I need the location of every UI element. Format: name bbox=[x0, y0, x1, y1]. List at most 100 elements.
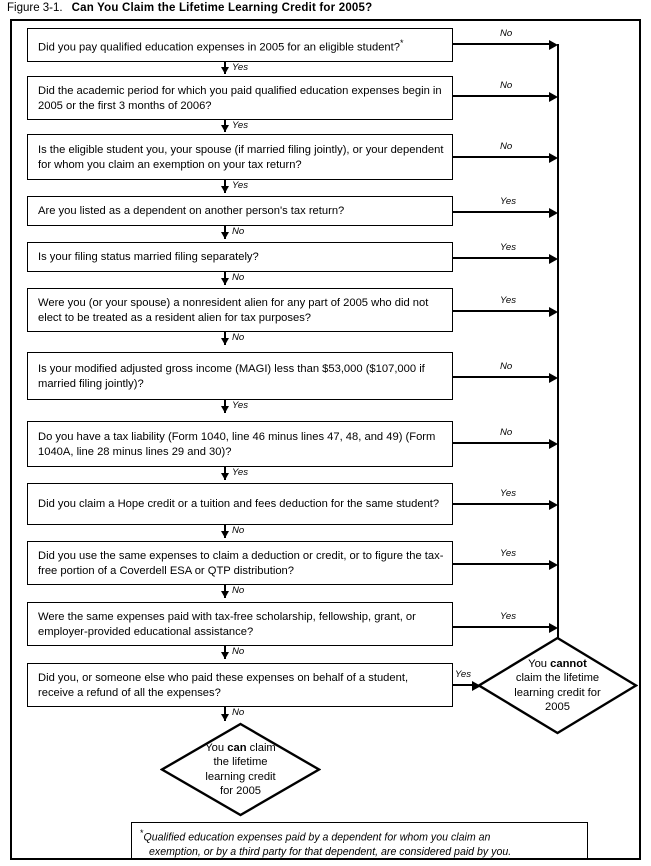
footnote-box: *Qualified education expenses paid by a … bbox=[131, 822, 588, 859]
branch-line-q3 bbox=[453, 156, 550, 159]
cannot-line4: 2005 bbox=[545, 700, 570, 713]
branch-label-q7: No bbox=[500, 361, 513, 372]
can-line1-prefix: You bbox=[205, 741, 228, 754]
question-text-q1: Did you pay qualified education expenses… bbox=[38, 37, 404, 54]
question-text-q4: Are you listed as a dependent on another… bbox=[38, 205, 345, 218]
outcome-diamond-can[interactable]: You can claim the lifetime learning cred… bbox=[160, 722, 321, 817]
branch-line-q8 bbox=[453, 442, 550, 445]
can-line3: learning credit bbox=[205, 770, 276, 783]
question-text-q7: Is your modified adjusted gross income (… bbox=[38, 362, 425, 390]
branch-arrowhead-q12 bbox=[472, 680, 481, 691]
figure-label: Figure 3-1. bbox=[7, 2, 63, 14]
cannot-line1-prefix: You bbox=[528, 657, 551, 670]
branch-arrowhead-q1 bbox=[549, 39, 558, 50]
flow-arrowhead-q9-q10 bbox=[220, 531, 229, 538]
question-box-q1[interactable]: Did you pay qualified education expenses… bbox=[27, 28, 453, 62]
question-box-q8[interactable]: Do you have a tax liability (Form 1040, … bbox=[27, 421, 453, 467]
branch-label-q11: Yes bbox=[500, 611, 517, 622]
flow-label-q9-q10: No bbox=[232, 525, 245, 536]
branch-arrowhead-q10 bbox=[549, 559, 558, 570]
question-box-q5[interactable]: Is your filing status married filing sep… bbox=[27, 242, 453, 272]
outcome-text-can: You can claim the lifetime learning cred… bbox=[160, 722, 321, 817]
branch-arrowhead-q8 bbox=[549, 438, 558, 449]
branch-label-q5: Yes bbox=[500, 242, 517, 253]
can-line1-suffix: claim bbox=[246, 741, 276, 754]
branch-line-q11 bbox=[453, 626, 550, 629]
branch-line-q6 bbox=[453, 310, 550, 313]
cannot-line3: learning credit for bbox=[514, 686, 601, 699]
branch-line-q4 bbox=[453, 211, 550, 214]
question-text-q2: Did the academic period for which you pa… bbox=[38, 84, 442, 112]
figure-caption: Figure 3-1. Can You Claim the Lifetime Le… bbox=[7, 2, 372, 14]
question-text-q12: Did you, or someone else who paid these … bbox=[38, 671, 409, 699]
question-text-q10: Did you use the same expenses to claim a… bbox=[38, 549, 444, 577]
branch-line-q9 bbox=[453, 503, 550, 506]
flow-arrowhead-q3-q4 bbox=[220, 186, 229, 193]
branch-label-q10: Yes bbox=[500, 548, 517, 559]
outcome-diamond-cannot[interactable]: You cannot claim the lifetime learning c… bbox=[477, 636, 638, 735]
flow-arrowhead-q8-q9 bbox=[220, 473, 229, 480]
footnote-marker: * bbox=[140, 828, 144, 838]
flow-arrowhead-q4-q5 bbox=[220, 232, 229, 239]
question-text-q3: Is the eligible student you, your spouse… bbox=[38, 143, 444, 171]
branch-arrowhead-q7 bbox=[549, 372, 558, 383]
question-box-q11[interactable]: Were the same expenses paid with tax-fre… bbox=[27, 602, 453, 646]
branch-line-q1 bbox=[453, 43, 550, 46]
page-title: Can You Claim the Lifetime Learning Cred… bbox=[71, 2, 373, 14]
question-box-q6[interactable]: Were you (or your spouse) a nonresident … bbox=[27, 288, 453, 332]
branch-label-q8: No bbox=[500, 427, 513, 438]
branch-label-q12: Yes bbox=[455, 669, 472, 680]
flow-arrowhead-q10-q11 bbox=[220, 591, 229, 598]
figure-border bbox=[10, 19, 641, 860]
branch-arrowhead-q6 bbox=[549, 306, 558, 317]
question-text-q11: Were the same expenses paid with tax-fre… bbox=[38, 610, 416, 638]
right-spine-line bbox=[557, 44, 559, 647]
cannot-line2: claim the lifetime bbox=[515, 672, 600, 685]
flow-label-q4-q5: No bbox=[232, 226, 245, 237]
branch-label-q4: Yes bbox=[500, 196, 517, 207]
branch-arrowhead-q3 bbox=[549, 152, 558, 163]
flow-label-q11-q12: No bbox=[232, 646, 245, 657]
question-text-q5: Is your filing status married filing sep… bbox=[38, 251, 259, 264]
branch-label-q1: No bbox=[500, 28, 513, 39]
question-text-q8: Do you have a tax liability (Form 1040, … bbox=[38, 430, 436, 458]
question-text-q6: Were you (or your spouse) a nonresident … bbox=[38, 296, 429, 324]
branch-line-q7 bbox=[453, 376, 550, 379]
flow-label-q2-q3: Yes bbox=[232, 120, 249, 131]
question-box-q3[interactable]: Is the eligible student you, your spouse… bbox=[27, 134, 453, 180]
flow-label-q12-outcome: No bbox=[232, 707, 245, 718]
question-box-q10[interactable]: Did you use the same expenses to claim a… bbox=[27, 541, 453, 585]
flow-label-q8-q9: Yes bbox=[232, 467, 249, 478]
branch-label-q3: No bbox=[500, 141, 513, 152]
branch-label-q9: Yes bbox=[500, 488, 517, 499]
footnote-marker-icon: * bbox=[399, 37, 404, 48]
question-box-q9[interactable]: Did you claim a Hope credit or a tuition… bbox=[27, 483, 453, 525]
flow-label-q3-q4: Yes bbox=[232, 180, 249, 191]
flow-arrowhead-q12-outcome bbox=[220, 714, 229, 721]
flow-label-q7-q8: Yes bbox=[232, 400, 249, 411]
flow-arrowhead-q1-q2 bbox=[220, 67, 229, 74]
question-box-q7[interactable]: Is your modified adjusted gross income (… bbox=[27, 352, 453, 400]
flow-arrowhead-q6-q7 bbox=[220, 338, 229, 345]
flow-arrowhead-q5-q6 bbox=[220, 278, 229, 285]
branch-arrowhead-q5 bbox=[549, 253, 558, 264]
branch-label-q2: No bbox=[500, 80, 513, 91]
footnote-line-1: Qualified education expenses paid by a d… bbox=[143, 831, 491, 844]
branch-line-q12 bbox=[453, 684, 476, 687]
cannot-line1-bold: cannot bbox=[550, 657, 587, 670]
question-text-q9: Did you claim a Hope credit or a tuition… bbox=[38, 498, 440, 511]
branch-line-q10 bbox=[453, 563, 550, 566]
flow-label-q5-q6: No bbox=[232, 272, 245, 283]
branch-arrowhead-q4 bbox=[549, 207, 558, 218]
flow-arrowhead-q2-q3 bbox=[220, 125, 229, 132]
flow-arrowhead-q7-q8 bbox=[220, 406, 229, 413]
branch-arrowhead-q9 bbox=[549, 499, 558, 510]
question-box-q2[interactable]: Did the academic period for which you pa… bbox=[27, 76, 453, 120]
can-line2: the lifetime bbox=[213, 756, 268, 769]
question-box-q12[interactable]: Did you, or someone else who paid these … bbox=[27, 663, 453, 707]
branch-line-q2 bbox=[453, 95, 550, 98]
question-box-q4[interactable]: Are you listed as a dependent on another… bbox=[27, 196, 453, 226]
can-line4: for 2005 bbox=[219, 784, 262, 797]
flow-label-q6-q7: No bbox=[232, 332, 245, 343]
outcome-text-cannot: You cannot claim the lifetime learning c… bbox=[477, 636, 638, 735]
